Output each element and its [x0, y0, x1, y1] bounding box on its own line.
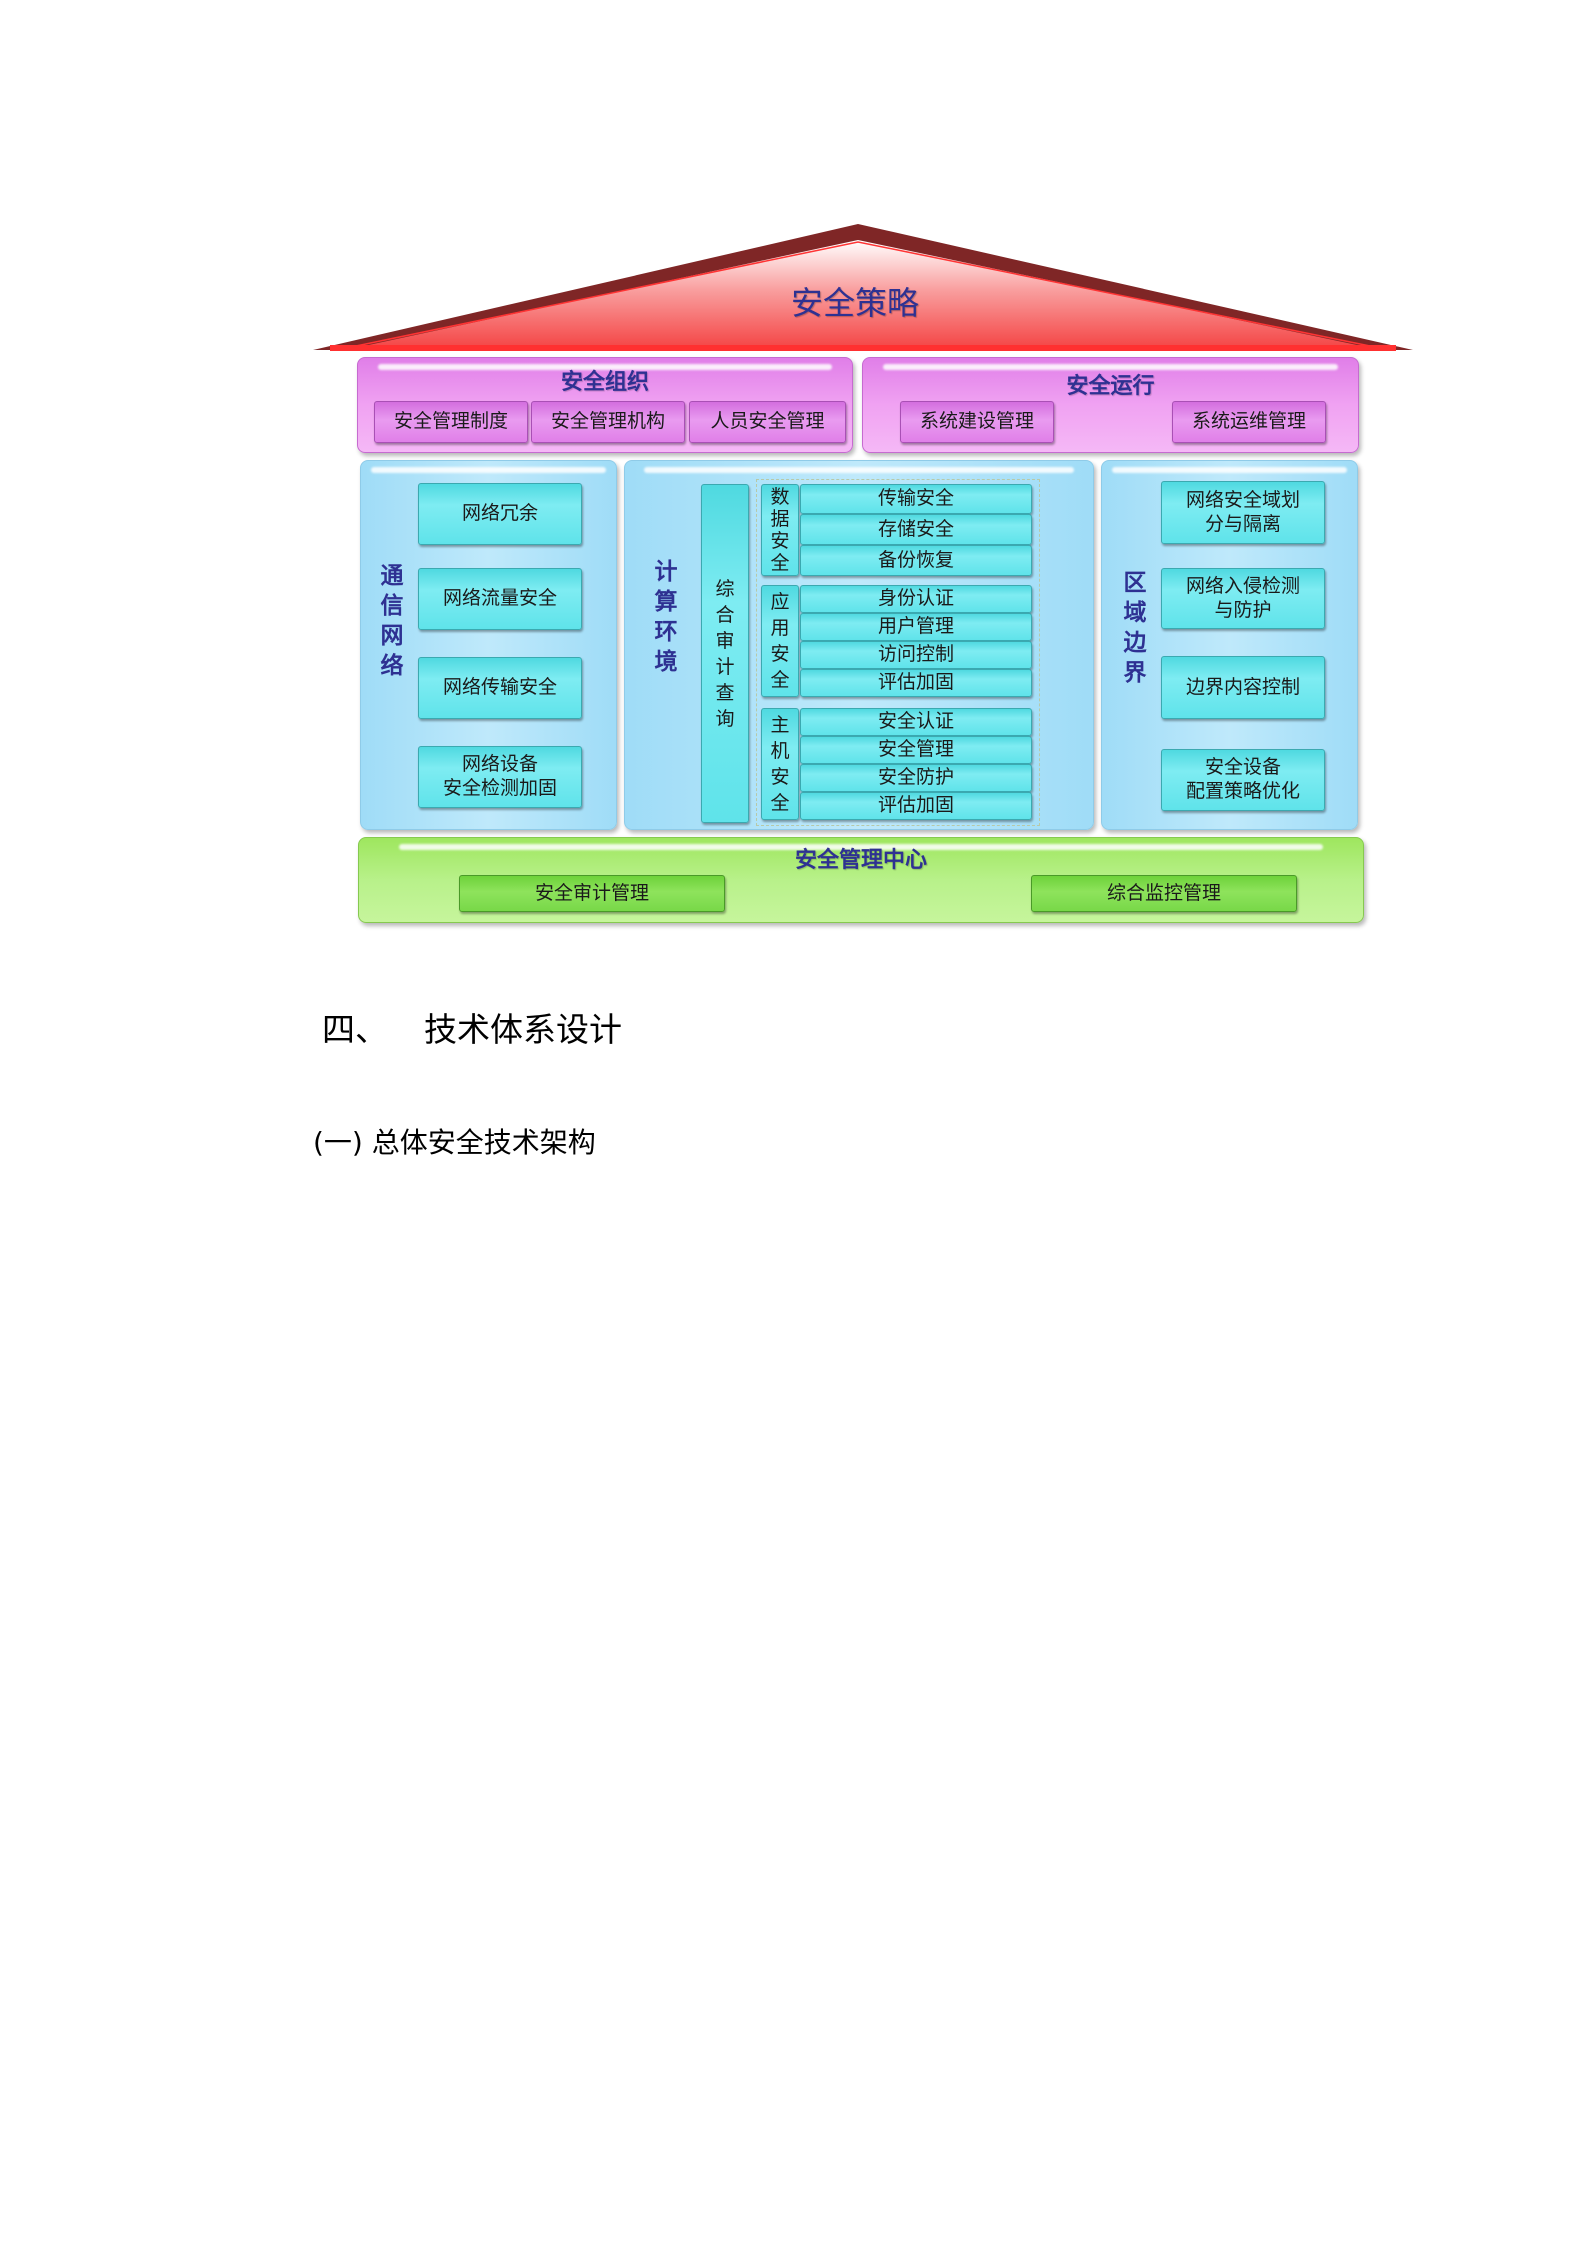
app-item-access-control: 访问控制 [800, 641, 1032, 669]
network-item-redundancy: 网络冗余 [418, 483, 582, 545]
area-boundary-panel: 区域边界 网络安全域划 分与隔离 网络入侵检测 与防护 边界内容控制 安全设备 … [1101, 460, 1358, 830]
audit-query-bar: 综合审计查询 [701, 484, 749, 823]
host-item-security-auth: 安全认证 [800, 708, 1032, 736]
network-item-traffic-security: 网络流量安全 [418, 568, 582, 630]
mgmt-item-monitoring-management: 综合监控管理 [1031, 875, 1297, 912]
section-heading: 四、技术体系设计 [322, 1003, 622, 1051]
section-number: 四、 [322, 1010, 388, 1049]
roof-security-policy [313, 224, 1413, 351]
section-title: 技术体系设计 [424, 1010, 622, 1049]
data-item-transmission: 传输安全 [800, 484, 1032, 514]
computing-environment-title: 计算环境 [654, 559, 678, 675]
ops-item-system-construction: 系统建设管理 [900, 401, 1054, 443]
management-center-title: 安全管理中心 [794, 848, 927, 873]
host-security-label: 主机安全 [770, 714, 790, 814]
audit-query-label: 综合审计查询 [715, 577, 735, 730]
security-operation-title: 安全运行 [1066, 374, 1155, 399]
data-security-label: 数据安全 [770, 486, 790, 574]
boundary-item-intrusion-detection: 网络入侵检测 与防护 [1161, 568, 1325, 629]
communication-network-title: 通信网络 [380, 563, 404, 679]
org-item-management-body: 安全管理机构 [531, 401, 685, 443]
computing-environment-panel: 计算环境 综合审计查询 数据安全 传输安全 存储安全 备份恢复 应用安全 身份认… [624, 460, 1094, 830]
subsection-heading: (一) 总体安全技术架构 [313, 1126, 596, 1159]
app-security-label-box: 应用安全 [761, 585, 799, 697]
security-groups-frame [756, 479, 1040, 826]
app-item-identity-auth: 身份认证 [800, 585, 1032, 613]
boundary-item-content-control: 边界内容控制 [1161, 656, 1325, 719]
boundary-item-device-policy: 安全设备 配置策略优化 [1161, 749, 1325, 811]
roof-title: 安全策略 [790, 284, 919, 322]
app-item-user-management: 用户管理 [800, 613, 1032, 641]
org-item-personnel-security: 人员安全管理 [689, 401, 846, 443]
network-item-transmission-security: 网络传输安全 [418, 657, 582, 719]
host-security-label-box: 主机安全 [761, 708, 799, 820]
org-item-management-system: 安全管理制度 [374, 401, 528, 443]
data-item-storage: 存储安全 [800, 514, 1032, 545]
data-item-backup: 备份恢复 [800, 545, 1032, 576]
host-item-security-management: 安全管理 [800, 736, 1032, 764]
security-organization-panel: 安全组织 安全管理制度 安全管理机构 人员安全管理 [357, 357, 853, 453]
data-security-label-box: 数据安全 [761, 484, 799, 576]
host-item-assessment-hardening: 评估加固 [800, 792, 1032, 820]
communication-network-panel: 通信网络 网络冗余 网络流量安全 网络传输安全 网络设备 安全检测加固 [360, 460, 617, 830]
area-boundary-title: 区域边界 [1123, 570, 1147, 686]
security-organization-title: 安全组织 [560, 370, 649, 395]
app-security-label: 应用安全 [770, 591, 790, 691]
boundary-item-domain-isolation: 网络安全域划 分与隔离 [1161, 481, 1325, 544]
management-center-panel: 安全管理中心 安全审计管理 综合监控管理 [358, 837, 1364, 923]
app-item-assessment-hardening: 评估加固 [800, 669, 1032, 697]
network-item-device-hardening: 网络设备 安全检测加固 [418, 746, 582, 808]
security-operation-panel: 安全运行 系统建设管理 系统运维管理 [862, 357, 1359, 453]
ops-item-system-maintenance: 系统运维管理 [1172, 401, 1326, 443]
host-item-security-protection: 安全防护 [800, 764, 1032, 792]
mgmt-item-audit-management: 安全审计管理 [459, 875, 725, 912]
